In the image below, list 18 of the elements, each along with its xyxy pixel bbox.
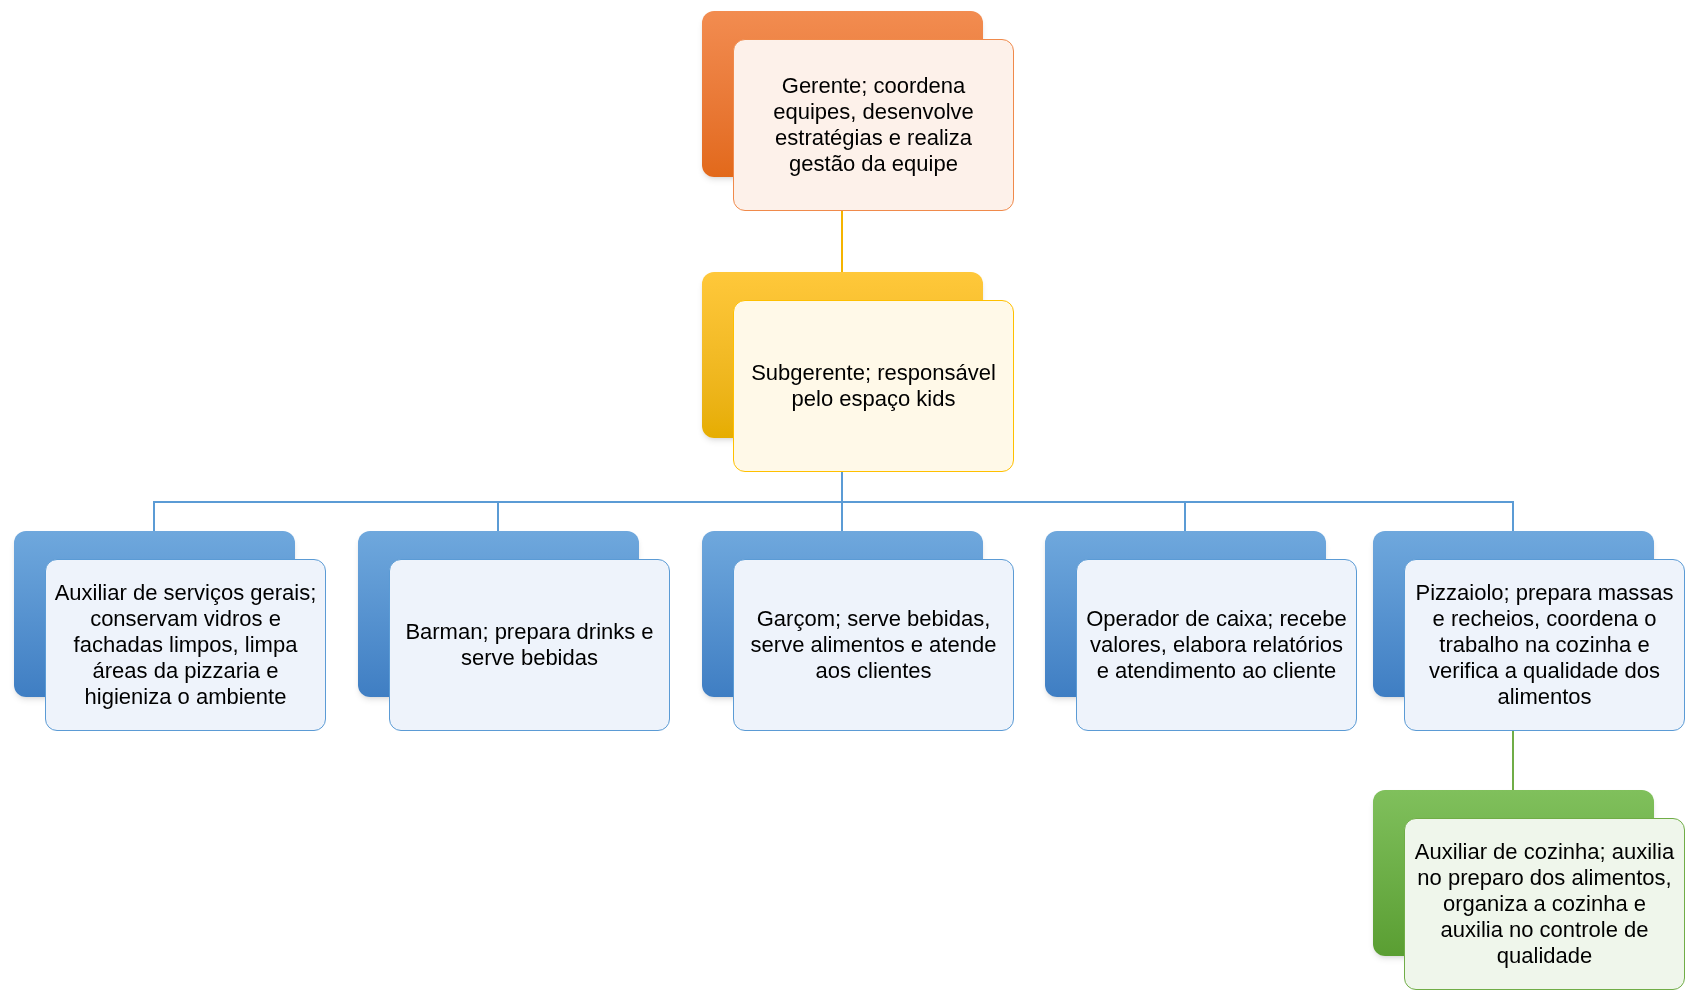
org-chart-card — [702, 11, 1014, 211]
org-chart-card — [1045, 531, 1357, 731]
connector-line — [1512, 730, 1514, 791]
org-chart-card — [1373, 790, 1685, 990]
role-description: Gerente; coordena equipes, desenvolve estratégias e realiza gestão da equipe — [772, 73, 975, 177]
role-description: Barman; prepara drinks e serve bebidas — [404, 619, 655, 671]
role-description: Auxiliar de cozinha; auxilia no preparo dos alimentos, organiza a cozinha e auxilia no controle de qualidade — [1413, 839, 1676, 969]
org-chart-card — [358, 531, 670, 731]
org-chart-card — [702, 531, 1014, 731]
connector-line — [841, 210, 843, 273]
role-description: Subgerente; responsável pelo espaço kids — [750, 360, 997, 412]
role-description: Operador de caixa; recebe valores, elabora relatórios e atendimento ao cliente — [1085, 606, 1348, 684]
role-description: Garçom; serve bebidas, serve alimentos e atende aos clientes — [749, 606, 998, 684]
role-description: Auxiliar de serviços gerais; conservam vidros e fachadas limpos, limpa áreas da pizzaria e higieniza o ambiente — [54, 580, 317, 710]
org-chart-card — [14, 531, 326, 731]
role-description: Pizzaiolo; prepara massas e recheios, coordena o trabalho na cozinha e verifica a qualidade dos alimentos — [1414, 580, 1675, 710]
org-chart-card — [702, 272, 1014, 472]
org-chart-card — [1373, 531, 1685, 731]
